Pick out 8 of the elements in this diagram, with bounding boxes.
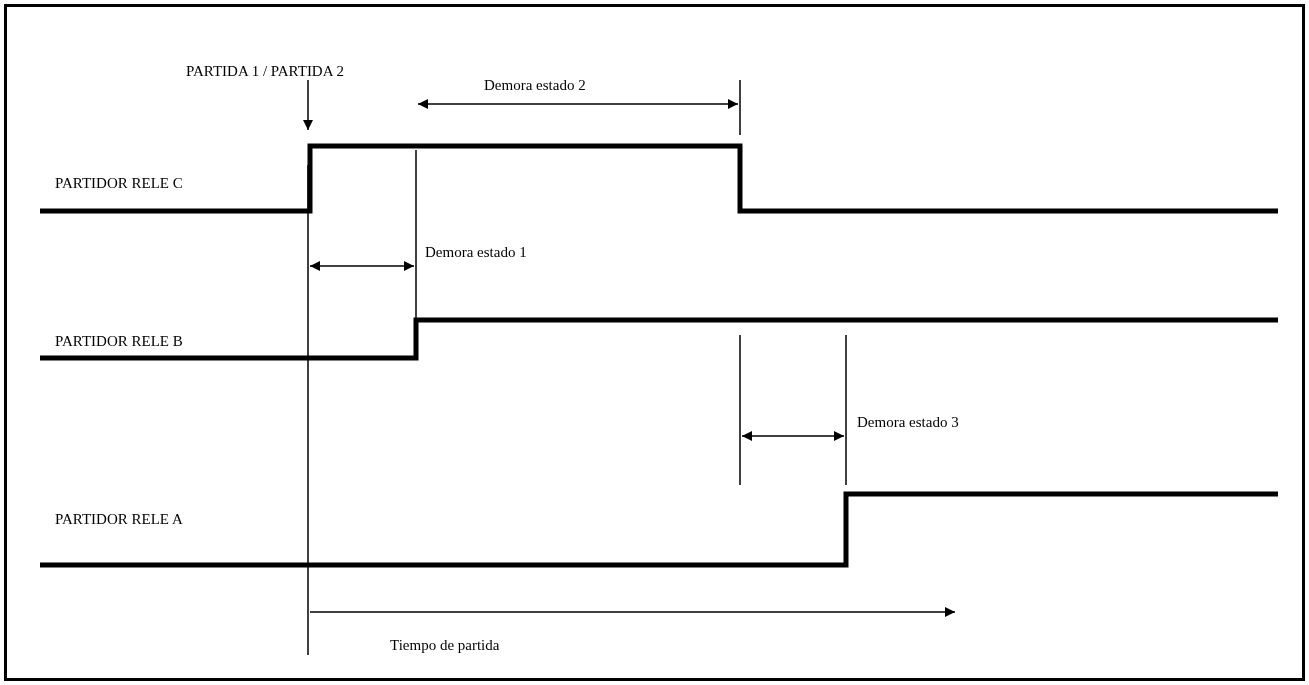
delay-label: Demora estado 3 bbox=[857, 413, 959, 431]
signal-label: PARTIDOR RELE C bbox=[55, 174, 183, 192]
delay-label: Demora estado 1 bbox=[425, 243, 527, 261]
signal-label: PARTIDOR RELE A bbox=[55, 510, 183, 528]
delay-label: Demora estado 2 bbox=[484, 76, 586, 94]
event-label: PARTIDA 1 / PARTIDA 2 bbox=[186, 62, 344, 80]
axis-label: Tiempo de partida bbox=[390, 636, 500, 654]
signal-label: PARTIDOR RELE B bbox=[55, 332, 183, 350]
